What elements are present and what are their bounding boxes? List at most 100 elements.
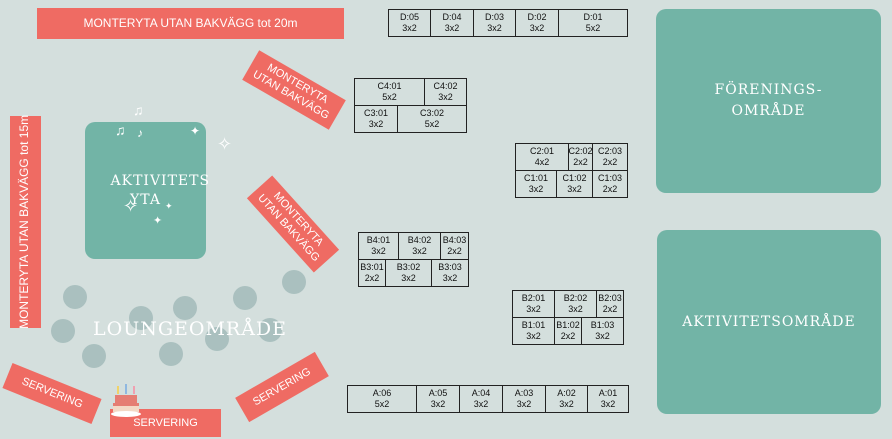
booth-c201[interactable]: C2:01 4x2 [515,143,569,171]
booth-c302[interactable]: C3:02 5x2 [397,105,467,133]
booth-b103[interactable]: B1:03 3x2 [581,317,624,345]
booth-c402[interactable]: C4:02 3x2 [424,78,467,106]
booth-id: C3:01 [363,108,389,119]
booth-id: A:04 [471,388,491,399]
booth-size: 3x2 [526,304,541,314]
booth-id: B3:03 [438,262,462,273]
booth-c202[interactable]: C2:02 2x2 [568,143,593,171]
booth-size: 3x2 [516,399,532,409]
booth-b401[interactable]: B4:01 3x2 [358,232,399,260]
booth-c301[interactable]: C3:01 3x2 [354,105,398,133]
lounge-table [129,306,153,330]
aktivitetsomrade-zone: AKTIVITETSOMRÅDE [657,230,881,414]
booth-size: 2x2 [560,331,576,341]
booth-c401[interactable]: C4:01 5x2 [354,78,425,106]
lounge-table [63,285,87,309]
booth-size: 3x2 [568,304,583,314]
booth-a04[interactable]: A:04 3x2 [459,385,503,413]
booth-id: D:02 [527,12,547,23]
booth-d02[interactable]: D:02 3x2 [515,9,559,37]
booth-size: 3x2 [368,119,384,129]
forenings-label: FÖRENINGS- OMRÅDE [714,82,823,119]
banner-left: MONTERYTA UTAN BAKVÄGG tot 15m [10,114,41,330]
booth-d01[interactable]: D:01 5x2 [558,9,628,37]
booth-size: 5x2 [382,92,397,102]
booth-size: 3x2 [438,92,453,102]
booth-id: B3:02 [396,262,421,273]
booth-size: 3x2 [567,184,582,194]
booth-c101[interactable]: C1:01 3x2 [515,170,557,198]
booth-id: B2:02 [563,293,588,304]
booth-b303[interactable]: B3:03 3x2 [431,259,469,287]
music-note-icon: ♫ [133,102,144,118]
booth-b301[interactable]: B3:01 2x2 [358,259,386,287]
booth-size: 3x2 [412,246,427,256]
booth-id: B1:03 [590,320,615,331]
music-note-icon: ♪ [137,126,143,140]
booth-c203[interactable]: C2:03 2x2 [592,143,628,171]
booth-a06[interactable]: A:06 5x2 [347,385,417,413]
booth-id: B2:03 [598,293,622,304]
booth-b101[interactable]: B1:01 3x2 [512,317,555,345]
lounge-table [233,286,257,310]
booth-size: 2x2 [602,304,618,314]
booth-b203[interactable]: B2:03 2x2 [596,290,624,318]
booth-a02[interactable]: A:02 3x2 [545,385,588,413]
booth-size: 3x2 [401,273,416,283]
booth-id: A:05 [428,388,448,399]
booth-a03[interactable]: A:03 3x2 [502,385,546,413]
booth-id: C4:01 [377,81,402,92]
booth-size: 2x2 [364,273,380,283]
booth-size: 2x2 [602,184,618,194]
booth-size: 3x2 [528,184,544,194]
booth-c102[interactable]: C1:02 3x2 [556,170,593,198]
aktivitetsomrade-label: AKTIVITETSOMRÅDE [682,314,856,330]
music-note-icon: ♫ [115,122,126,138]
sparkle-icon: ✦ [153,215,163,227]
serving-bottom: SERVERING [110,409,221,437]
booth-b403[interactable]: B4:03 2x2 [440,232,469,260]
booth-size: 5x2 [585,23,601,33]
booth-size: 5x2 [374,399,390,409]
booth-size: 3x2 [442,273,458,283]
booth-id: B4:01 [366,235,391,246]
banner-left-label: MONTERYTA UTAN BAKVÄGG tot 15m [17,114,32,330]
booth-b402[interactable]: B4:02 3x2 [398,232,441,260]
booth-id: B1:01 [521,320,546,331]
banner-diagonal-2: MONTERYTA UTAN BAKVÄGG [246,175,340,273]
lounge-table [282,270,306,294]
booth-id: B4:03 [442,235,467,246]
booth-b201[interactable]: B2:01 3x2 [512,290,555,318]
booth-a01[interactable]: A:01 3x2 [587,385,629,413]
sparkle-icon: ✧ [217,134,233,154]
lounge-table [205,327,229,351]
booth-b202[interactable]: B2:02 3x2 [554,290,597,318]
booth-d03[interactable]: D:03 3x2 [473,9,516,37]
lounge-table [258,318,282,342]
banner-top: MONTERYTA UTAN BAKVÄGG tot 20m [37,8,344,39]
booth-b302[interactable]: B3:02 3x2 [385,259,432,287]
booth-size: 3x2 [526,331,541,341]
booth-id: C2:01 [529,146,555,157]
booth-id: C3:02 [419,108,445,119]
aktivitets-yta-zone: AKTIVITETS YTA [85,122,209,259]
lounge-table [173,296,197,320]
lounge-label: LOUNGEOMRÅDE [93,318,288,340]
lounge-table [159,342,183,366]
booth-id: A:06 [372,388,392,399]
booth-size: 2x2 [573,157,588,167]
booth-a05[interactable]: A:05 3x2 [416,385,460,413]
booth-c103[interactable]: C1:03 2x2 [592,170,628,198]
booth-size: 3x2 [430,399,446,409]
booth-size: 3x2 [595,331,610,341]
booth-size: 3x2 [371,246,386,256]
booth-b102[interactable]: B1:02 2x2 [554,317,582,345]
banner-diagonal-1: MONTERYTA UTAN BAKVÄGG [242,50,346,130]
booth-id: A:03 [514,388,534,399]
booth-d05[interactable]: D:05 3x2 [388,9,431,37]
booth-d04[interactable]: D:04 3x2 [430,9,474,37]
booth-size: 4x2 [534,157,550,167]
booth-id: C1:03 [597,173,623,184]
booth-size: 2x2 [447,246,462,256]
sparkle-icon: ✦ [165,201,173,211]
